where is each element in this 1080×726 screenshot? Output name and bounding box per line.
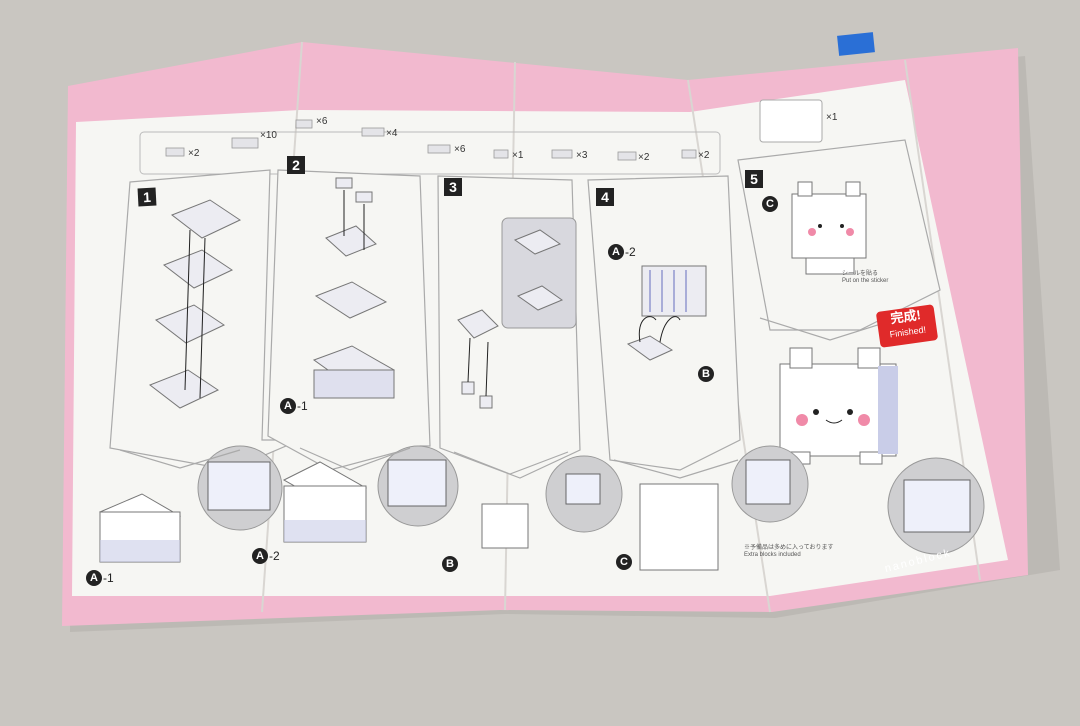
part-label-a2-step4: A xyxy=(608,244,624,260)
sticker-note-jp: シールを貼る xyxy=(842,271,879,277)
part-label-a1-bottom-suffix: -1 xyxy=(103,571,114,585)
extra-blocks-note-en: Extra blocks included xyxy=(744,552,801,558)
part-count-5: ×6 xyxy=(454,144,466,155)
step-number-4: 4 xyxy=(596,188,614,206)
part-label-c-step5: C xyxy=(762,196,778,212)
step-number-2: 2 xyxy=(287,156,305,174)
part-count-4: ×4 xyxy=(386,128,398,139)
part-label-a1-step2-suffix: -1 xyxy=(297,399,308,413)
part-count-7: ×3 xyxy=(576,150,588,161)
step-number-3: 3 xyxy=(444,178,462,196)
part-count-1: ×2 xyxy=(188,148,200,159)
part-count-3: ×6 xyxy=(316,116,328,127)
part-label-a1-bottom: A xyxy=(86,570,102,586)
sticker-note-en: Put on the sticker xyxy=(842,278,889,284)
part-count-8: ×2 xyxy=(638,152,650,163)
step-number-5: 5 xyxy=(745,170,763,188)
part-label-a2-step4-suffix: -2 xyxy=(625,245,636,259)
part-label-b-bottom: B xyxy=(442,556,458,572)
part-label-b-step4: B xyxy=(698,366,714,382)
part-label-a2-bottom-suffix: -2 xyxy=(269,549,280,563)
part-label-a2-bottom: A xyxy=(252,548,268,564)
part-label-a1-step2: A xyxy=(280,398,296,414)
step-number-1: 1 xyxy=(137,187,157,207)
part-count-10: ×1 xyxy=(826,112,838,123)
extra-blocks-note-jp: ※予備品は多めに入っております xyxy=(744,545,834,551)
part-label-c-bottom: C xyxy=(616,554,632,570)
part-count-2: ×10 xyxy=(260,130,277,141)
part-count-6: ×1 xyxy=(512,150,524,161)
part-count-9: ×2 xyxy=(698,150,710,161)
